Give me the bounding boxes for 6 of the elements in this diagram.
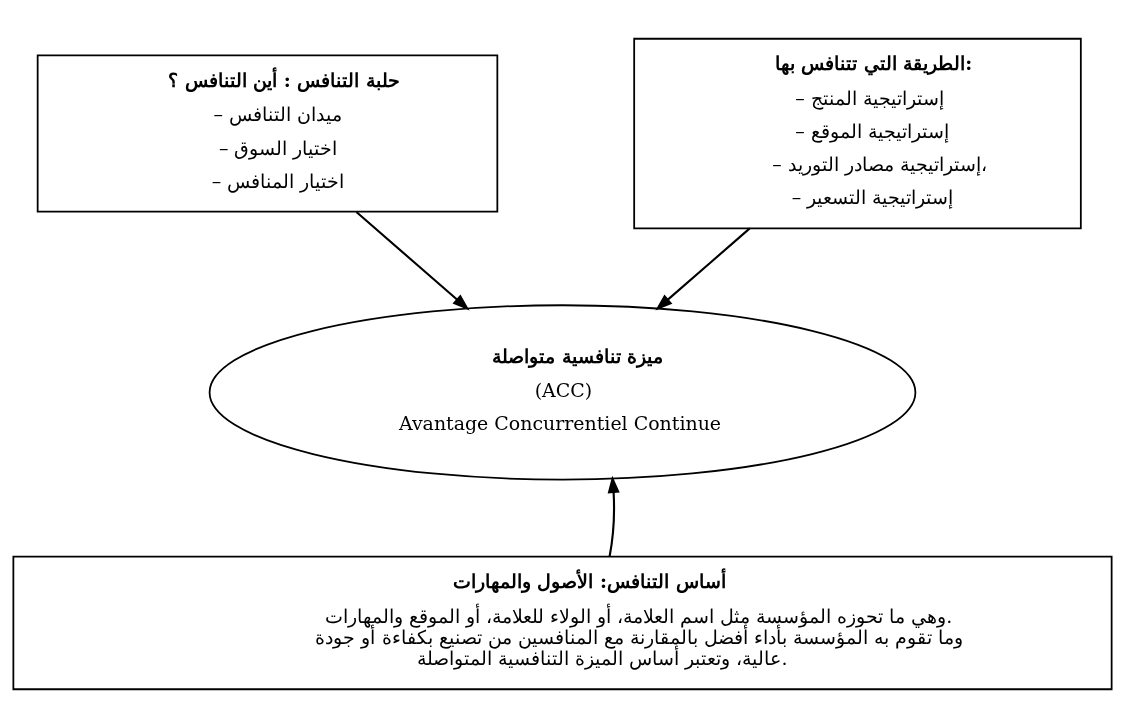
node-box: حلبة التنافس : أين التنافس ؟ – ميدان التنافس – اختيار السوق – اختيار المنافس — [36, 54, 499, 213]
arrow — [355, 211, 470, 311]
node-box: الطريقة التي تتنافس بها: – إستراتيجية المنتج – إستراتيجية الموقع – إستراتيجية مصادر التوريد، – إستراتيجية التسعير — [633, 37, 1082, 230]
arrow — [655, 227, 751, 311]
node-box: أساس التنافس: الأصول والمهارات وهي ما تحوزه المؤسسة مثل اسم العلامة، أو الولاء للعلامة، أو الموقع والمهارات. وما تقوم به المؤسسة بأداء أفضل بالمقارنة مع المنافسين من تصنيع بكفاءة أو جودة عالية، وتعتبر أساس الميزة التنافسية المتواصلة. — [12, 555, 1113, 691]
arrow — [607, 475, 620, 557]
